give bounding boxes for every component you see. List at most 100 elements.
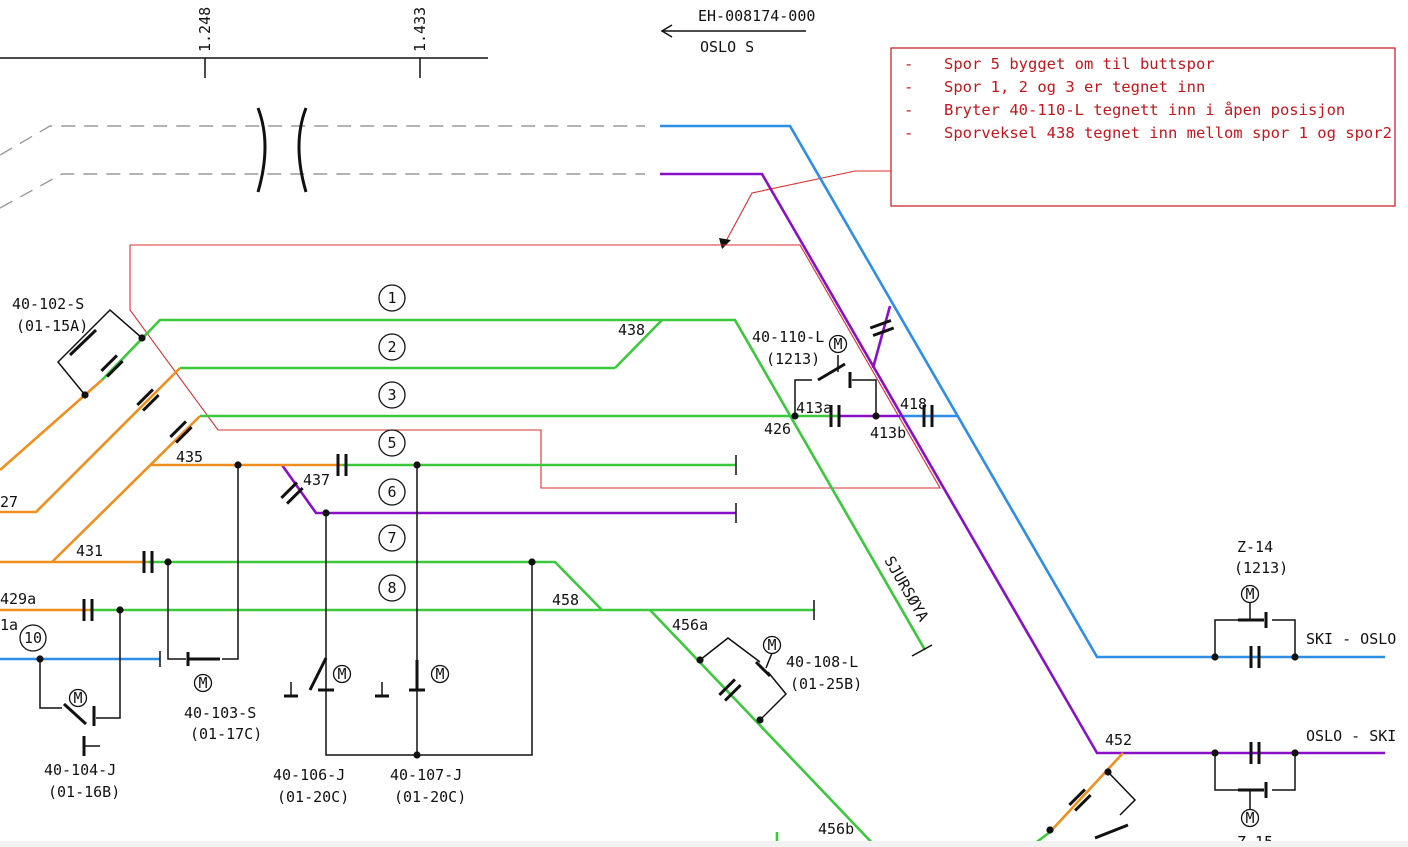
track-end: [911, 644, 933, 657]
motor-icon: [828, 334, 848, 354]
track-number: 5: [387, 434, 396, 452]
switch-label: 429a: [0, 590, 36, 608]
section-insulator-bracket: [256, 107, 267, 193]
disconnector-ref: (01-20C): [277, 788, 349, 806]
disconnector-blade: [68, 328, 98, 357]
disconnector-ref: (01-15A): [16, 317, 88, 335]
motor-icon: [68, 688, 88, 708]
disconnector-40-103-s-wire: [167, 562, 186, 660]
track-number: 6: [387, 483, 396, 501]
disconnector-40-110-l-wire: [794, 379, 812, 416]
track-number-circle: [378, 333, 406, 361]
disconnector-id: 40-102-S: [12, 295, 84, 313]
switch-label: 438: [618, 321, 645, 339]
disconnector-z-14-wire: [1272, 619, 1296, 657]
disconnector-blade: [62, 702, 88, 726]
disconnector-ref: (01-20C): [394, 788, 466, 806]
switch-label: 452: [1105, 731, 1132, 749]
disconnector-ref: (1213): [1234, 559, 1288, 577]
junction-dot: [116, 606, 124, 614]
motor-icon-label: M: [1245, 809, 1254, 827]
switch-label: 431: [76, 542, 103, 560]
switch-label: 435: [176, 448, 203, 466]
junction-dot: [1104, 768, 1112, 776]
disconnector-id: 40-107-J: [390, 766, 462, 784]
junction-dot: [1291, 749, 1299, 757]
junction-dot: [138, 334, 146, 342]
motor-icon-label: M: [73, 689, 82, 707]
junction-dot: [872, 412, 880, 420]
disconnector-id: 40-106-J: [273, 766, 345, 784]
disconnector-40-110-l-wire: [852, 379, 877, 416]
track-431-diagonal: [51, 415, 201, 563]
motor-icon-label: M: [198, 674, 207, 692]
junction-dots: [36, 334, 1299, 834]
track-6: [280, 464, 736, 515]
junction-dot: [413, 461, 421, 469]
route-labels: SKI - OSLO OSLO - SKI SJURSØYA: [881, 553, 1397, 745]
direction-arrow-head: [660, 24, 673, 38]
disconnector-blade: [1094, 823, 1129, 840]
disconnector-ref: (01-16B): [48, 783, 120, 801]
disconnector-z-15-wire: [1272, 753, 1296, 791]
disconnector-ref: (1213): [766, 350, 820, 368]
junction-dot: [164, 558, 172, 566]
switch-label: 437: [303, 471, 330, 489]
revision-notes-box: - Spor 5 bygget om til buttspor - Spor 1…: [719, 47, 1396, 249]
revision-outline: [129, 244, 941, 489]
track-number-circle: [378, 478, 406, 506]
motor-icon: [193, 673, 213, 693]
junction-dot: [81, 391, 89, 399]
track-7: [148, 560, 603, 611]
header: 1.248 1.433 EH-008174-000 OSLO S: [0, 7, 815, 78]
disconnector-blade: [817, 362, 846, 382]
track-number-circle: [378, 284, 406, 312]
track-crossover: [871, 305, 892, 369]
disconnector-40-106-j-loop: [325, 513, 533, 756]
disconnector-id: Z-14: [1237, 538, 1273, 556]
note-bullet: -: [904, 55, 913, 73]
route-label-ski-oslo: SKI - OSLO: [1306, 630, 1396, 648]
motor-icon-label: M: [1245, 585, 1254, 603]
track-456: [649, 609, 877, 847]
disconnector-452-wire: [1107, 771, 1137, 816]
junction-dot: [696, 656, 704, 664]
motor-icon: [1240, 584, 1260, 604]
disconnector-40-103-s-wire: [222, 465, 239, 660]
disconnector-id: 40-110-L: [752, 328, 824, 346]
track-number: 8: [387, 579, 396, 597]
track-number-circle: [378, 429, 406, 457]
disconnector-40-104-j-wire: [96, 610, 121, 719]
disconnector-40-108-l-wire: [699, 637, 761, 663]
motor-link: [765, 652, 773, 669]
motor-icon: [430, 664, 450, 684]
track-number: 2: [387, 338, 396, 356]
junction-dot: [1046, 826, 1054, 834]
disconnector-blade: [308, 657, 328, 691]
switch-438: [614, 319, 663, 369]
track-oslo-ski: [660, 172, 1385, 755]
note-bullet: -: [904, 101, 913, 119]
switch-label: 456a: [672, 616, 708, 634]
dashed-line: [0, 173, 645, 209]
switch-label: 413a: [796, 399, 832, 417]
note-text: Sporveksel 438 tegnet inn mellom spor 1 …: [944, 124, 1392, 142]
switch-label: 413b: [870, 424, 906, 442]
track-452-branch: [1049, 752, 1124, 833]
junction-dot: [1211, 653, 1219, 661]
motor-icon-label: M: [833, 335, 842, 353]
switch-labels: 438 435 437 431 458 426 413a 413b 418 45…: [0, 321, 1132, 838]
note-text: Bryter 40-110-L tegnett inn i åpen posis…: [944, 101, 1345, 119]
disconnector-wiring: [39, 308, 1296, 840]
disconnector-id: 40-103-S: [184, 704, 256, 722]
bottom-strip: [0, 841, 1408, 847]
track-number-circle: [378, 524, 406, 552]
disconnector-id: 40-108-L: [786, 653, 858, 671]
junction-dot: [528, 558, 536, 566]
disconnector-40-102-s-loop: [56, 308, 143, 396]
disconnector-ref: (01-17C): [190, 725, 262, 743]
junction-dot: [413, 751, 421, 759]
purple-tracks: [280, 172, 1385, 755]
junction-dot: [322, 509, 330, 517]
